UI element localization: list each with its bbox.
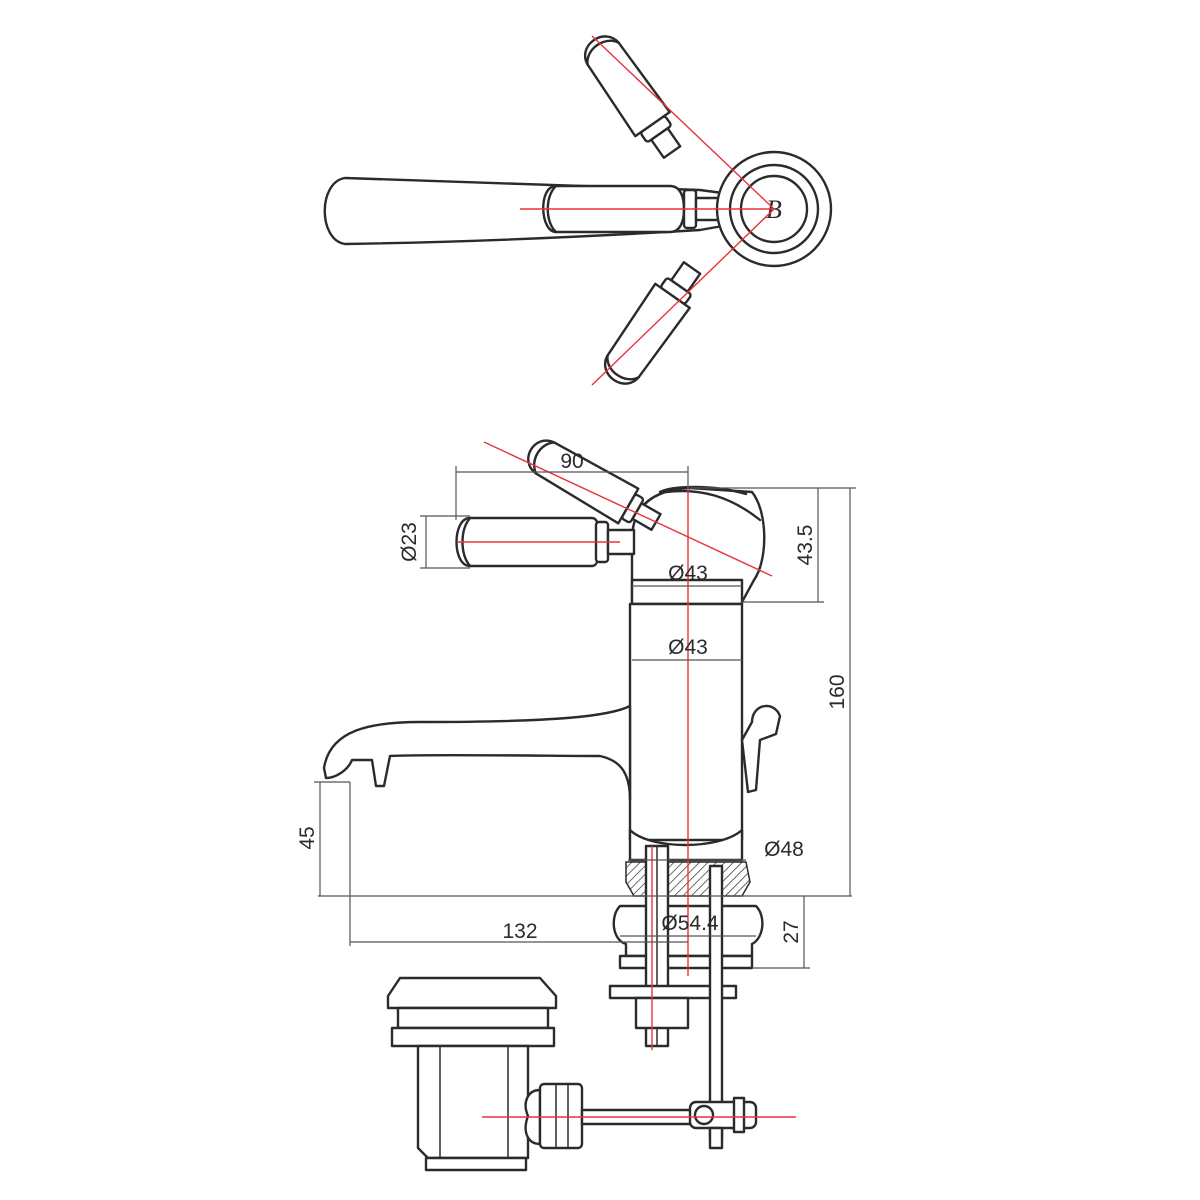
tap-head-base-ring: [630, 578, 744, 606]
dim-base-diameter: Ø48: [764, 838, 804, 861]
pull-rod: [708, 864, 724, 1140]
front-view: [318, 439, 852, 1140]
dim-spout-reach: 132: [502, 920, 537, 943]
dim-spout-height: 45: [296, 826, 319, 849]
dimensions: 90 Ø23 Ø43 43.5 Ø43 160 45 132 Ø48: [296, 450, 856, 969]
top-view: B: [323, 35, 833, 386]
popup-waste: [386, 976, 796, 1172]
dim-flange-diameter: Ø54.4: [661, 912, 719, 935]
dim-total-height: 160: [826, 674, 849, 709]
tap-spout: [322, 704, 632, 802]
top-view-upper-handle: [584, 35, 682, 159]
dim-flange-height: 27: [780, 920, 803, 943]
dim-head-diameter: Ø43: [668, 562, 708, 585]
dim-head-height: 43.5: [794, 525, 817, 566]
dim-handle-length: 90: [560, 450, 583, 473]
dim-body-diameter: Ø43: [668, 636, 708, 659]
dim-handle-diameter: Ø23: [398, 522, 421, 562]
waste-body: [416, 1044, 530, 1160]
flange-base: [618, 954, 754, 970]
waste-plug-top: [386, 976, 558, 1010]
waste-ring: [396, 1006, 550, 1030]
top-view-lower-handle: [604, 261, 702, 385]
popup-lever: [740, 704, 782, 794]
waste-ring-2: [390, 1026, 556, 1048]
